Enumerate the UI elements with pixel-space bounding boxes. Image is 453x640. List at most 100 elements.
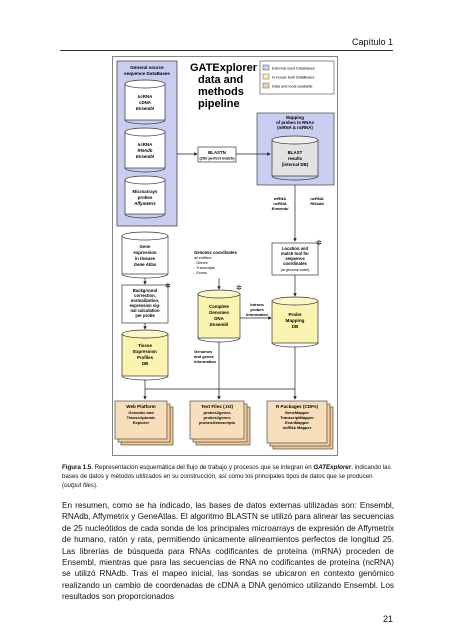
svg-text:Background: Background [133,288,158,293]
web-platform-output: Web Platform Genomic and Transcriptomic … [114,400,174,446]
svg-text:information: information [246,312,269,317]
caption-label: Figura 1.5 [62,464,92,471]
complete-genomes-db: Complete Genomes DNA Ensembl [197,289,241,343]
svg-text:(internal DB): (internal DB) [282,162,309,167]
probe-mapping-db: Probe Mapping DB [271,296,319,348]
svg-text:ncRNA: ncRNA [273,201,286,206]
intron-probes-label: Introns [250,302,264,307]
svg-text:Gene: Gene [140,244,152,249]
caption-text-c: ). [94,482,98,489]
svg-text:all entities:: all entities: [194,256,212,260]
svg-text:information: information [194,359,217,364]
svg-text:DNA: DNA [214,316,224,321]
svg-text:ncRNA: ncRNA [138,142,153,147]
caption-app-name: GATExplorer [313,464,352,471]
svg-text:Gene Atlas: Gene Atlas [134,262,157,267]
genomic-coordinates-text: Genomic coordinates all entities: - Gene… [194,250,237,275]
svg-text:DB: DB [142,361,148,366]
svg-text:probes: probes [250,307,264,312]
blast-results-db: BLAST results (internal DB) [271,135,319,181]
r-packages-output: R Packages (CDFs) GeneMapper TranscriptM… [266,400,334,450]
svg-text:coordinates: coordinates [283,261,307,266]
svg-text:Mapping: Mapping [286,318,305,323]
svg-text:methods: methods [198,86,244,98]
svg-text:ncRNA Mapper: ncRNA Mapper [283,425,312,430]
svg-text:Data and tools available: Data and tools available [272,85,313,89]
svg-text:probes2genes: probes2genes [203,410,231,415]
svg-text:(25n perfect match): (25n perfect match) [199,157,235,161]
mrna-label: mRNA [274,196,286,201]
svg-text:match tool for: match tool for [281,251,309,256]
svg-text:RNAdb: RNAdb [310,201,324,206]
svg-text:Ensembl: Ensembl [272,206,290,211]
genomes-genes-label: Genomes [194,349,213,354]
svg-text:(mRNA & ncRNA): (mRNA & ncRNA) [277,125,313,130]
svg-text:R Packages (CDFs): R Packages (CDFs) [276,404,319,409]
svg-text:sequence: sequence [285,256,305,261]
svg-text:- Transcripts: - Transcripts [194,266,215,270]
svg-text:ncRNA: ncRNA [138,94,153,99]
svg-text:Affymetrix: Affymetrix [133,201,156,206]
db-microarrays: Microarrays probes Affymetrix [124,175,166,219]
gear-icon: ✲ [236,284,242,292]
body-paragraph: En resumen, como se ha indicado, las bas… [62,501,394,602]
svg-text:Mapping: Mapping [286,115,304,120]
db-ncrna-rnadb: ncRNA RNAdb Ensembl [124,127,166,173]
svg-text:Explorer: Explorer [133,420,150,425]
svg-text:Profiles: Profiles [137,355,154,360]
workflow-diagram: General source sequence DataBases ncRNA … [112,56,338,456]
svg-text:results: results [288,156,303,161]
figure-caption: Figura 1.5. Representación esquemática d… [62,463,392,490]
svg-text:Genomic coordinates: Genomic coordinates [194,250,237,255]
tissue-profiles-db: Tissue Expression Profiles DB [121,329,169,381]
svg-text:of probes to RNAs: of probes to RNAs [276,120,314,125]
gene-expression-db: Gene expression in tissues Gene Atlas [121,231,169,279]
svg-text:Ensembl: Ensembl [136,154,155,159]
svg-text:Complete: Complete [209,304,230,309]
svg-text:pipeline: pipeline [198,98,240,110]
sources-title-1: General source [130,65,164,70]
ncrna-label: ncRNA [310,196,323,201]
svg-text:TranscriptMapper: TranscriptMapper [280,415,314,420]
svg-text:and genes: and genes [194,354,215,359]
caption-text-b: , indicando las bases de datos y métodos… [62,464,391,489]
svg-text:DB: DB [292,324,299,329]
svg-text:Ensembl: Ensembl [210,322,229,327]
gear-icon: ✲ [316,239,322,247]
svg-text:(at genome scale): (at genome scale) [281,268,310,272]
svg-text:BLAST: BLAST [288,150,303,155]
svg-text:Genomic and: Genomic and [128,410,154,415]
background-correction-box: Background correction, normalization, ex… [121,284,169,324]
diagram-title: GATExplorer data and methods pipeline [190,62,258,110]
svg-text:Microarrays: Microarrays [133,189,158,194]
svg-text:data and: data and [198,74,243,86]
svg-text:ExonMapper: ExonMapper [285,420,309,425]
svg-text:GeneMapper: GeneMapper [285,410,310,415]
svg-text:Transcriptomic: Transcriptomic [127,415,156,420]
svg-text:Probe: Probe [288,312,301,317]
svg-text:External used DataBases: External used DataBases [272,67,315,71]
svg-text:- Genes: - Genes [194,261,208,265]
svg-text:In-house built DataBases: In-house built DataBases [272,76,315,80]
svg-text:Ensembl: Ensembl [136,106,155,111]
svg-text:- Exons: - Exons [194,271,207,275]
svg-text:BLASTN: BLASTN [208,150,226,155]
svg-text:GATExplorer: GATExplorer [190,62,258,74]
svg-text:RNAdb: RNAdb [138,148,153,153]
blastn-box: BLASTN (25n perfect match) [197,146,237,163]
svg-text:nal calculation: nal calculation [130,308,160,313]
caption-text-a: . Representación esquemática del flujo d… [91,464,314,471]
svg-text:Tissue: Tissue [138,343,152,348]
gear-icon: ✲ [165,282,171,290]
svg-text:expression: expression [133,250,157,255]
svg-text:normalization,: normalization, [131,298,159,303]
page-number: 21 [382,614,393,624]
svg-text:Expression: Expression [133,349,157,354]
svg-text:expression sig-: expression sig- [130,303,161,308]
svg-text:per probe: per probe [135,313,155,318]
svg-text:probes2transcripts: probes2transcripts [199,420,236,425]
header-rule [60,50,393,51]
svg-text:Genomes: Genomes [209,310,230,315]
svg-text:probes2genes: probes2genes [203,415,231,420]
svg-text:Location and: Location and [282,246,308,251]
